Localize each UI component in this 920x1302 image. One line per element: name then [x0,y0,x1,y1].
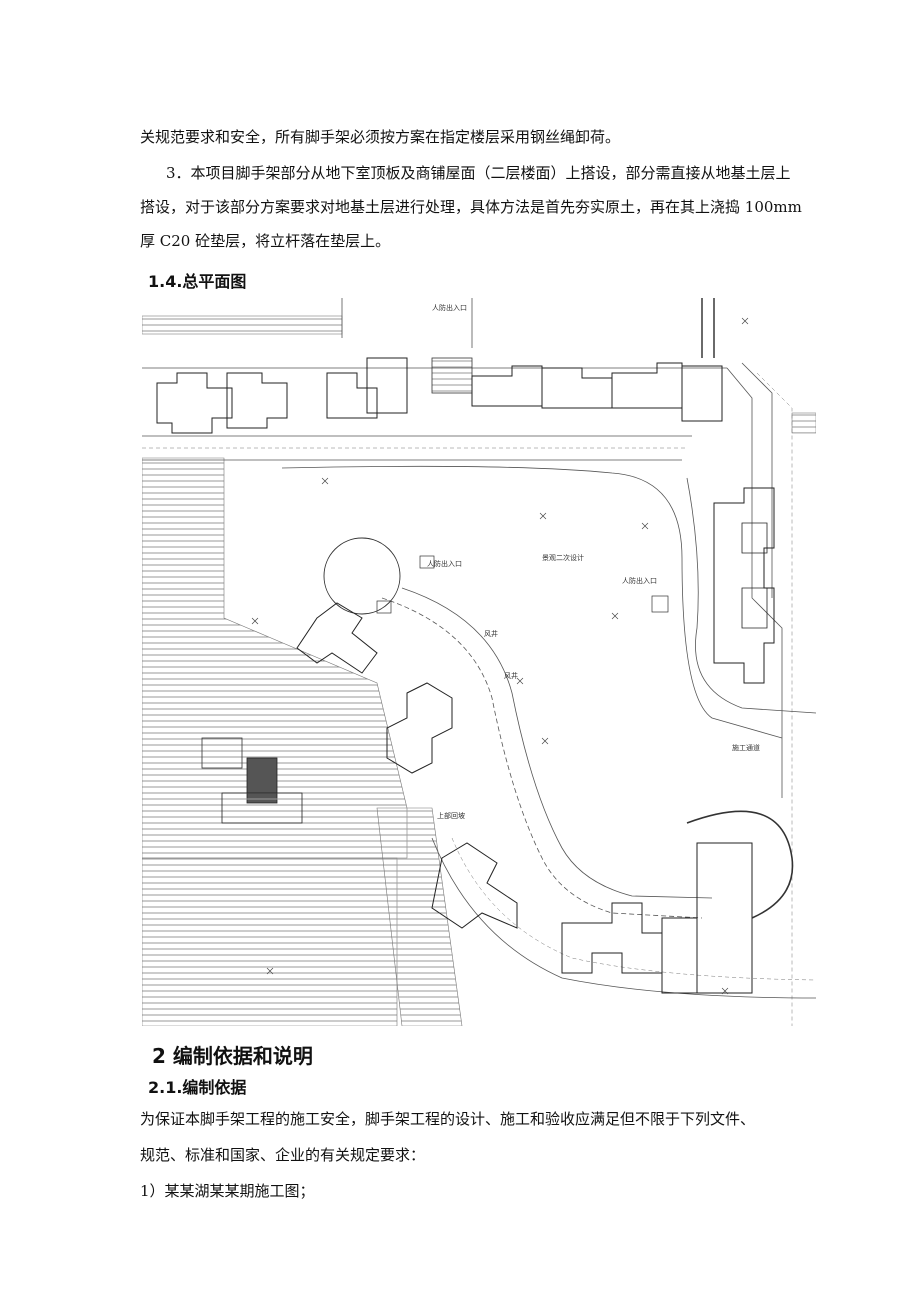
label-4: 风井 [484,629,498,638]
item-3-line-1: 3．本项目脚手架部分从地下室顶板及商铺屋面（二层楼面）上搭设，部分需直接从地基土… [166,164,791,182]
section-2-heading: 2 编制依据和说明 [152,1044,313,1068]
label-1: 人防出入口 [427,559,462,568]
label-7: 上部回坡 [437,811,465,820]
item-3-line-3: 厚 C20 砼垫层，将立杆落在垫层上。 [140,232,391,250]
label-8: 人防出入口 [432,303,467,312]
section-1-4-heading: 1.4.总平面图 [148,272,247,291]
label-5: 风井 [504,671,518,680]
section-2-1-para-line-2: 规范、标准和国家、企业的有关规定要求： [140,1146,426,1164]
item-3-line-2: 搭设，对于该部分方案要求对地基土层进行处理，具体方法是首先夯实原土，再在其上浇捣… [140,198,802,216]
label-3: 景观二次设计 [542,553,584,562]
site-plan-drawing: 人防出入口 人防出入口 景观二次设计 风井 风井 施工通道 上部回坡 人防出入口 [142,298,816,1026]
label-6: 施工通道 [732,743,760,752]
section-2-1-heading: 2.1.编制依据 [148,1078,247,1097]
list-item-1: 1）某某湖某某期施工图； [140,1182,315,1200]
section-2-1-para-line-1: 为保证本脚手架工程的施工安全，脚手架工程的设计、施工和验收应满足但不限于下列文件… [140,1110,756,1128]
label-2: 人防出入口 [622,576,657,585]
intro-line-1: 关规范要求和安全，所有脚手架必须按方案在指定楼层采用钢丝绳卸荷。 [140,128,621,146]
